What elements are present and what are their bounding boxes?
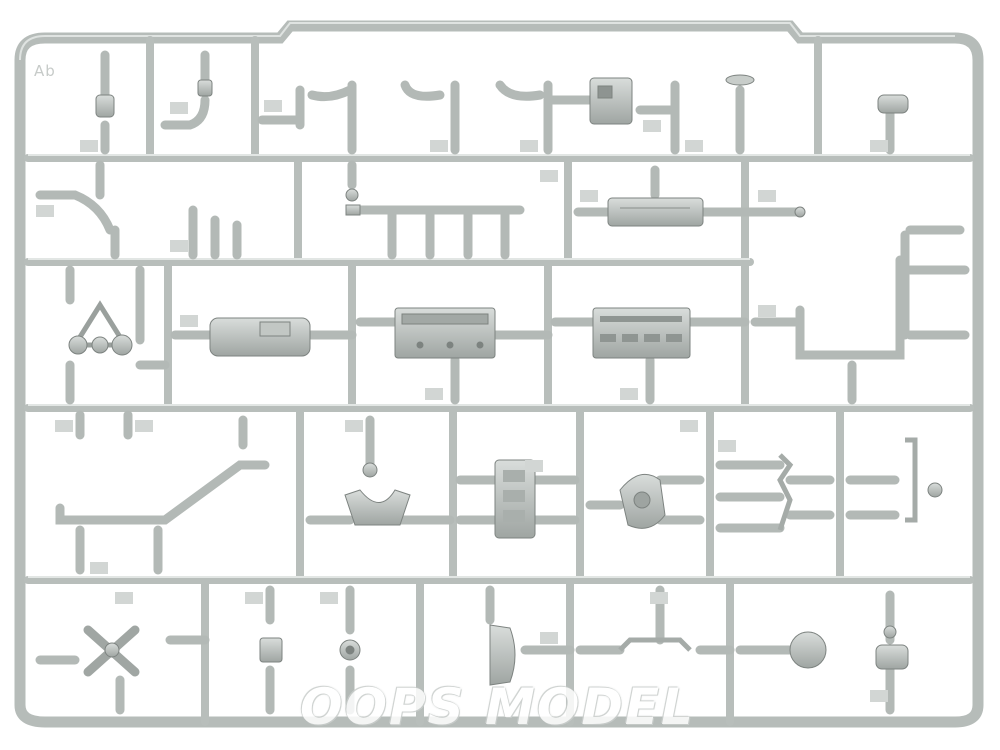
watermark-text: OOPS MODEL [300, 678, 695, 736]
kit-parts [68, 74, 943, 686]
sprue-label: Ab [34, 62, 56, 80]
sprue-runners [24, 36, 974, 726]
part-number-tags [36, 100, 888, 702]
sprue-frame [14, 20, 984, 728]
sprue-gates [35, 50, 970, 715]
